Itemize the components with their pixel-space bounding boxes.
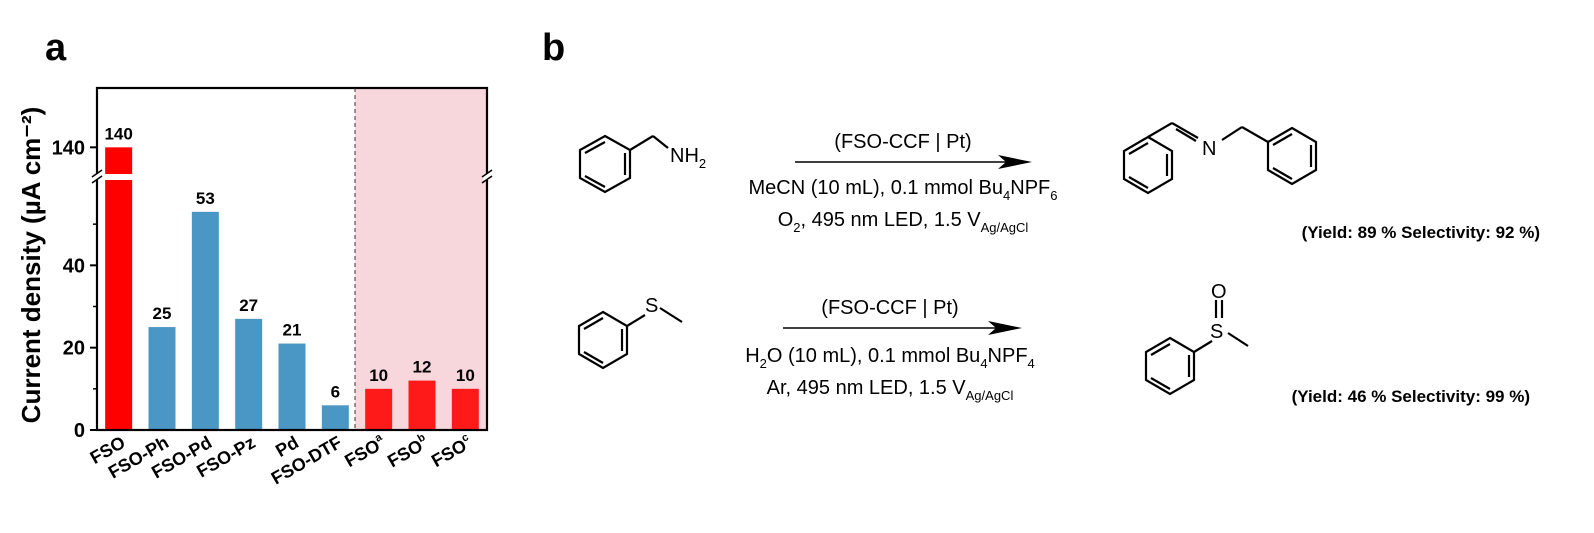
value-label-2: 53 — [196, 189, 215, 208]
bars-group — [104, 147, 479, 431]
bar-2 — [191, 211, 219, 430]
break-mark-bottom-1 — [481, 175, 493, 184]
sulfoxide-structure — [1144, 300, 1249, 396]
highlight-region — [355, 88, 487, 430]
reaction-2-conditions-1: H2O (10 mL), 0.1 mmol Bu4NPF4 — [745, 345, 1035, 371]
bar-6 — [365, 388, 393, 430]
bar-4 — [278, 343, 306, 430]
x-tick-label-8: FSOc — [427, 431, 475, 471]
reaction-1-catalyst: (FSO-CCF | Pt) — [834, 131, 971, 153]
y-tick-label-1: 20 — [63, 338, 85, 360]
y-tick-label-3: 140 — [52, 137, 85, 159]
value-label-6: 10 — [369, 366, 388, 385]
break-mark-top-0 — [91, 169, 103, 178]
value-labels: 140 25 53 27 21 6 10 12 10 — [104, 124, 474, 401]
reaction-1: NH2 (FSO-CCF | Pt) MeCN (10 mL), 0.1 mmo… — [578, 122, 1540, 242]
bar-chart: 140 25 53 27 21 6 10 12 10 FSOFSO-PhFSO-PdFSO-Pz… — [16, 86, 493, 489]
y-tick-labels: 0 20 40 140 — [52, 137, 85, 442]
axes — [90, 86, 493, 432]
x-tick-label-7: FSOb — [384, 431, 433, 471]
y-axis-label: Current density (µA cm⁻²) — [16, 107, 46, 424]
bar-0 — [105, 147, 133, 431]
value-label-7: 12 — [413, 358, 432, 377]
sulfoxide-s-label: S — [1210, 321, 1223, 343]
amine-label: NH2 — [670, 145, 706, 171]
plot-frame — [95, 86, 489, 432]
panel-b-label: b — [542, 27, 565, 69]
imine-structure — [1122, 122, 1318, 195]
thioanisole-structure — [577, 307, 683, 370]
break-mark-top-1 — [481, 169, 493, 178]
break-gap-1 — [483, 174, 491, 180]
axis-break-gap — [104, 174, 134, 180]
y-tick-label-0: 0 — [74, 420, 85, 442]
reaction-2-arrowhead — [988, 321, 1022, 335]
bar-7 — [408, 380, 436, 430]
panel-a-label: a — [45, 27, 67, 69]
x-tick-label-6: FSOa — [341, 431, 390, 471]
sulfoxide-o-label: O — [1211, 281, 1227, 303]
bar-3 — [235, 318, 263, 430]
bar-1 — [148, 327, 176, 430]
reaction-1-conditions-1: MeCN (10 mL), 0.1 mmol Bu4NPF6 — [749, 177, 1058, 203]
value-label-0: 140 — [104, 124, 132, 143]
reaction-2-conditions-2: Ar, 495 nm LED, 1.5 VAg/AgCl — [767, 377, 1014, 403]
reaction-2-result: (Yield: 46 % Selectivity: 99 %) — [1292, 387, 1530, 406]
bar-5 — [321, 405, 349, 430]
imine-n-label: N — [1202, 138, 1216, 160]
reaction-2: S (FSO-CCF | Pt) H2O (10 mL), 0.1 mmol B… — [577, 281, 1530, 406]
bar-8 — [451, 388, 479, 430]
value-label-1: 25 — [153, 304, 172, 323]
benzylamine-structure — [578, 134, 669, 194]
y-tick-label-2: 40 — [63, 255, 85, 277]
reaction-1-result: (Yield: 89 % Selectivity: 92 %) — [1302, 223, 1540, 242]
reaction-1-conditions-2: O2, 495 nm LED, 1.5 VAg/AgCl — [778, 209, 1029, 235]
value-label-5: 6 — [331, 382, 340, 401]
break-mark-bottom-0 — [91, 175, 103, 184]
thioanisole-s-label: S — [645, 295, 658, 317]
value-label-3: 27 — [239, 296, 258, 315]
reaction-1-arrowhead — [998, 155, 1032, 169]
value-label-4: 21 — [283, 321, 302, 340]
reaction-2-catalyst: (FSO-CCF | Pt) — [821, 297, 958, 319]
break-gap-0 — [93, 174, 101, 180]
value-label-8: 10 — [456, 366, 475, 385]
